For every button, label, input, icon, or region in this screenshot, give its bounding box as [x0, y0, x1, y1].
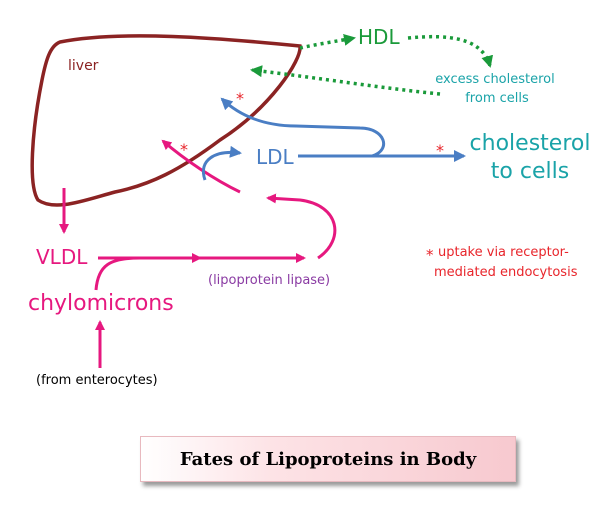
remnant-to-liver-arrow [161, 139, 241, 194]
cholesterol-label-2: to cells [491, 159, 569, 184]
caption-box: Fates of Lipoproteins in Body [140, 436, 516, 482]
uptake-note-line-2: mediated endocytosis [434, 265, 578, 280]
ldl-label: LDL [256, 145, 295, 169]
cholesterol-label-1: cholesterol [470, 131, 591, 156]
vldl-label: VLDL [36, 245, 88, 269]
lipoprotein-lipase-label: (lipoprotein lipase) [208, 273, 330, 288]
cells-to-liver-arrow [250, 65, 441, 96]
uptake-note-line-1: uptake via receptor- [438, 245, 569, 260]
remnant-to-ldl-arrow [202, 145, 242, 181]
excess-cholesterol-label-1: excess cholesterol [435, 72, 555, 87]
ldl-to-liver-arrow [220, 97, 385, 158]
from-enterocytes-label: (from enterocytes) [36, 373, 158, 388]
chylomicron-merge-line [94, 256, 141, 291]
hdl-label: HDL [358, 25, 400, 49]
asterisk-ldl-cells: * [436, 141, 444, 160]
remnant-return-curve [266, 193, 337, 260]
asterisk-remnant-liver: * [180, 140, 188, 159]
hdl-to-cells-arrow [407, 34, 494, 68]
liver-label: liver [68, 58, 99, 74]
liver-outline [30, 34, 302, 207]
caption-title: Fates of Lipoproteins in Body [179, 448, 477, 470]
asterisk-ldl-liver: * [236, 89, 244, 108]
chylomicrons-label: chylomicrons [28, 291, 174, 316]
excess-cholesterol-label-2: from cells [465, 91, 529, 106]
uptake-note-asterisk: * [426, 246, 434, 264]
liver-to-hdl-arrow [299, 33, 356, 50]
